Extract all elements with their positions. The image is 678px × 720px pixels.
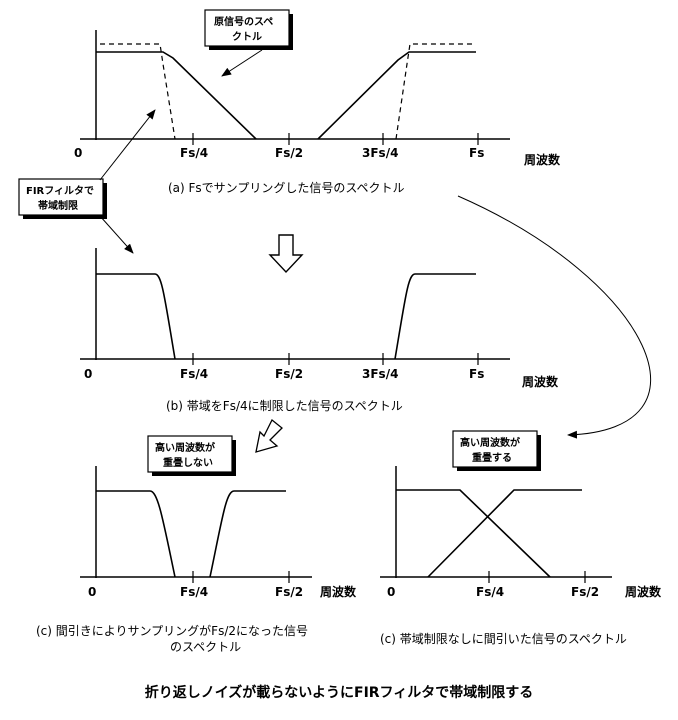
callout-fir-line1: FIRフィルタで: [26, 185, 94, 197]
diagram-c-left-origin: 0: [88, 585, 96, 599]
diagram-b-spectrum-left: [96, 273, 176, 360]
diagram-b-tick-label-4: Fs: [469, 367, 484, 381]
diagram-a-origin: 0: [74, 146, 82, 160]
diagram-c-left-tick-label-1: Fs/4: [180, 585, 208, 599]
callout-no-overlap-line2: 重畳しない: [163, 456, 213, 469]
diagram-c-left-axis-label: 周波数: [320, 584, 357, 599]
diagram-a-tick-label-2: Fs/2: [275, 146, 303, 160]
diagram-c-right-spectrum-down: [396, 489, 551, 578]
diagram-a: 0 Fs/4 Fs/2 3Fs/4 Fs 周波数 (a) Fsでサンプリングした…: [74, 30, 561, 195]
diagram-c-right-tick-label-1: Fs/4: [476, 585, 504, 599]
footer-title: 折り返しノイズが載らないようにFIRフィルタで帯域制限する: [145, 684, 534, 701]
diagram-c-right-tick-label-2: Fs/2: [571, 585, 599, 599]
diagram-c-left-caption-line1: (c) 間引きによりサンプリングがFs/2になった信号: [36, 623, 308, 638]
callout-fir-arrow-up: [99, 109, 156, 181]
callout-original-spectrum-line1: 原信号のスペ: [214, 15, 273, 28]
diagram-b-spectrum-right: [394, 273, 476, 360]
diagram-b-origin: 0: [84, 367, 92, 381]
callout-fir-line2: 帯域制限: [38, 199, 79, 212]
diagram-a-tick-label-3: 3Fs/4: [362, 146, 398, 160]
diagram-c-right-axis-label: 周波数: [625, 584, 662, 599]
diagram-a-tick-label-4: Fs: [469, 146, 484, 160]
callout-fir-arrow-down: [99, 215, 134, 254]
diagram-b-tick-label-3: 3Fs/4: [362, 367, 398, 381]
diagram-b-tick-label-1: Fs/4: [180, 367, 208, 381]
callout-original-spectrum: 原信号のスペ クトル: [204, 9, 293, 77]
diagram-b-tick-label-2: Fs/2: [275, 367, 303, 381]
callout-fir: FIRフィルタで 帯域制限: [18, 109, 156, 254]
diagram-b: 0 Fs/4 Fs/2 3Fs/4 Fs 周波数 (b) 帯域をFs/4に制限し…: [80, 248, 559, 413]
callout-fir-box: [18, 178, 104, 216]
diagram-a-spectrum-left: [96, 51, 257, 140]
diagram-c-left: 高い周波数が 重畳しない 0 Fs/4 Fs/2 周波数 (c) 間引きによりサ…: [36, 435, 357, 654]
diagram-c-right: 高い周波数が 重畳する 0 Fs/4 Fs/2 周波数 (c) 帯域制限なしに間…: [380, 430, 662, 646]
down-arrow-hollow: [268, 234, 304, 274]
curved-arrow: [457, 195, 651, 439]
diagram-a-filter-right: [395, 43, 474, 140]
callout-original-spectrum-box: [204, 9, 290, 47]
diagram-b-caption: (b) 帯域をFs/4に制限した信号のスペクトル: [166, 399, 403, 413]
diagram-c-right-spectrum-up: [427, 489, 582, 578]
callout-no-overlap-line1: 高い周波数が: [155, 441, 216, 454]
diagram-c-left-tick-label-2: Fs/2: [275, 585, 303, 599]
diagram-a-caption: (a) Fsでサンプリングした信号のスペクトル: [168, 181, 405, 195]
diagram-c-right-caption: (c) 帯域制限なしに間引いた信号のスペクトル: [380, 632, 627, 646]
diagram-b-axis-label: 周波数: [522, 374, 559, 389]
diagram-a-tick-label-1: Fs/4: [180, 146, 208, 160]
diagram-c-left-spectrum-left: [96, 490, 176, 578]
diagram-c-left-spectrum-right: [209, 490, 286, 578]
diagram-c-right-origin: 0: [387, 585, 395, 599]
callout-overlap-box: [452, 430, 538, 468]
diagram-a-axis-label: 周波数: [524, 152, 561, 167]
diagram-c-left-caption-line2: のスペクトル: [170, 640, 241, 654]
diagram-a-spectrum-right: [317, 51, 476, 140]
callout-overlap-line2: 重畳する: [472, 451, 512, 464]
callout-original-spectrum-arrow: [221, 49, 263, 77]
diagram-a-filter-left: [100, 43, 176, 140]
diagonal-arrow-hollow: [255, 418, 283, 453]
callout-original-spectrum-line2: クトル: [232, 31, 262, 43]
callout-overlap-line1: 高い周波数が: [460, 436, 521, 449]
callout-no-overlap-box: [147, 435, 233, 473]
